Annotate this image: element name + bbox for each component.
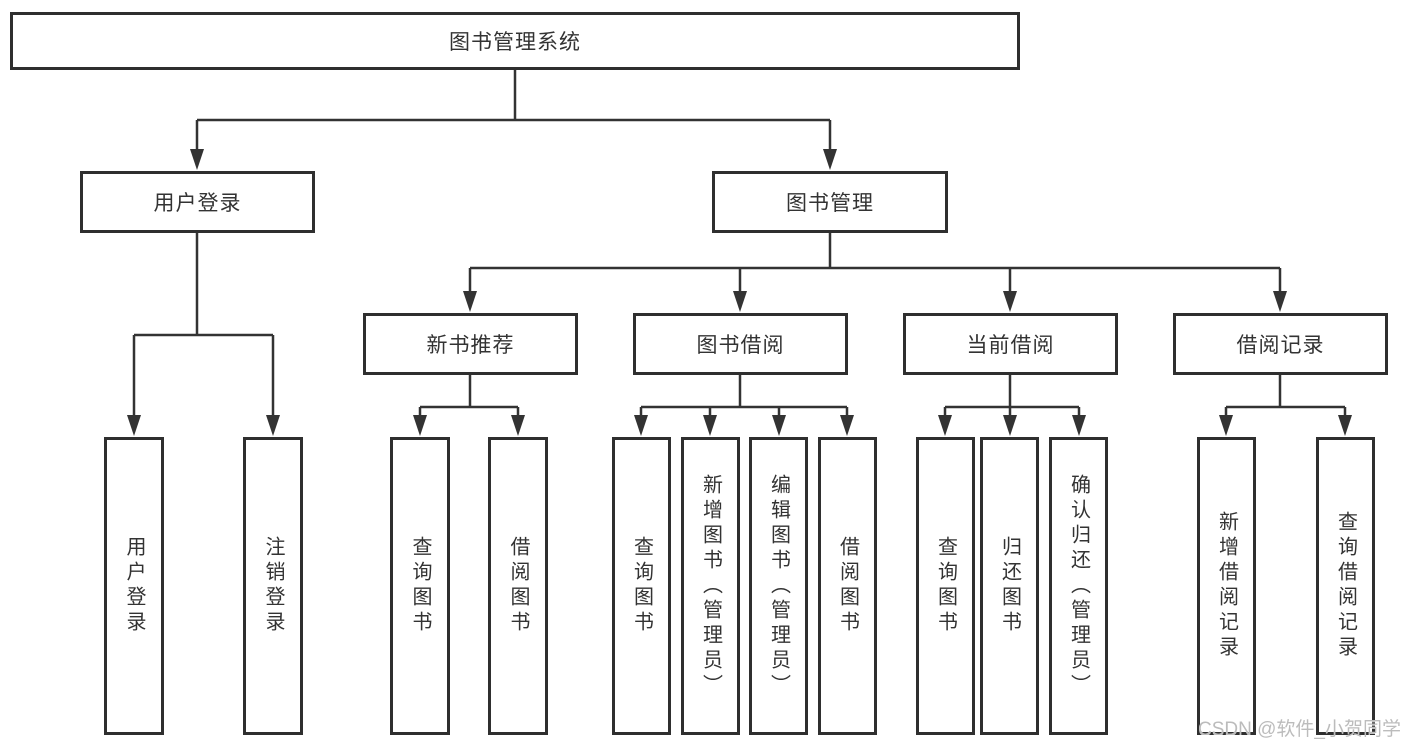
node-user-login: 用户登录 bbox=[80, 171, 315, 233]
node-library-management-system: 图书管理系统 bbox=[10, 12, 1020, 70]
leaf-borrow-books: 借阅图书 bbox=[818, 437, 877, 735]
leaf-label: 用户登录 bbox=[123, 536, 145, 636]
node-label: 图书借阅 bbox=[696, 334, 785, 357]
node-borrowing-records: 借阅记录 bbox=[1173, 313, 1388, 375]
leaf-logout: 注销登录 bbox=[243, 437, 303, 735]
node-label: 新书推荐 bbox=[426, 334, 515, 357]
leaf-confirm-return-admin: 确认归还（管理员） bbox=[1049, 437, 1108, 735]
leaf-query-books: 查询图书 bbox=[390, 437, 450, 735]
leaf-label: 新增图书（管理员） bbox=[699, 473, 722, 699]
node-label: 当前借阅 bbox=[966, 334, 1055, 357]
leaf-label: 借阅图书 bbox=[507, 536, 529, 636]
leaf-label: 查询图书 bbox=[630, 536, 653, 636]
node-current-borrowing: 当前借阅 bbox=[903, 313, 1118, 375]
connector-stems bbox=[132, 70, 1347, 432]
node-label: 图书管理系统 bbox=[449, 31, 581, 54]
arrowheads bbox=[127, 149, 1352, 436]
leaf-borrow-books: 借阅图书 bbox=[488, 437, 548, 735]
leaf-label: 编辑图书（管理员） bbox=[767, 473, 790, 699]
csdn-watermark: CSDN @软件_小贺同学 bbox=[1198, 719, 1401, 740]
leaf-edit-books-admin: 编辑图书（管理员） bbox=[749, 437, 808, 735]
leaf-query-books: 查询图书 bbox=[612, 437, 671, 735]
node-label: 图书管理 bbox=[786, 192, 874, 215]
node-label: 用户登录 bbox=[153, 192, 242, 215]
leaf-add-borrow-record: 新增借阅记录 bbox=[1197, 437, 1256, 735]
leaf-user-login: 用户登录 bbox=[104, 437, 164, 735]
leaf-add-books-admin: 新增图书（管理员） bbox=[681, 437, 740, 735]
leaf-label: 借阅图书 bbox=[836, 536, 859, 636]
node-book-borrowing: 图书借阅 bbox=[633, 313, 848, 375]
leaf-query-books: 查询图书 bbox=[916, 437, 975, 735]
leaf-label: 归还图书 bbox=[998, 536, 1021, 636]
leaf-label: 新增借阅记录 bbox=[1215, 511, 1238, 661]
leaf-label: 查询图书 bbox=[409, 536, 431, 636]
leaf-label: 注销登录 bbox=[262, 536, 284, 636]
leaf-return-books: 归还图书 bbox=[980, 437, 1039, 735]
leaf-label: 查询借阅记录 bbox=[1334, 511, 1357, 661]
leaf-label: 查询图书 bbox=[934, 536, 957, 636]
node-book-management: 图书管理 bbox=[712, 171, 948, 233]
node-label: 借阅记录 bbox=[1236, 334, 1325, 357]
leaf-label: 确认归还（管理员） bbox=[1067, 473, 1090, 699]
leaf-query-borrow-record: 查询借阅记录 bbox=[1316, 437, 1375, 735]
node-new-book-recommendation: 新书推荐 bbox=[363, 313, 578, 375]
